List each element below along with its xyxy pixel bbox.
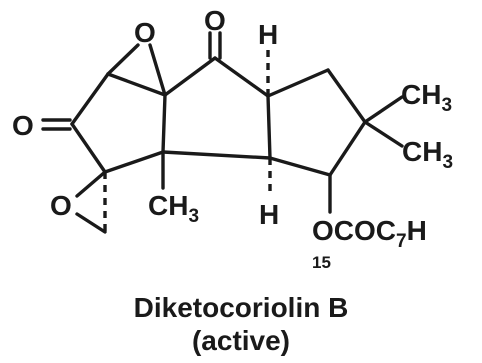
bond-methyl-right-top <box>363 95 404 124</box>
bond-epoxide-top-right <box>148 43 167 97</box>
bond-epoxide-low-ch2 <box>75 212 107 234</box>
bond-methyl-right-bottom <box>363 120 404 148</box>
bond-ring-mid-3 <box>266 94 272 160</box>
atom-ketone-left-oxygen: O <box>12 110 34 141</box>
bond-epoxide-low-o <box>75 170 107 198</box>
atom-h-bottom: H <box>259 199 279 230</box>
activity-label: (active) <box>191 325 291 356</box>
label-ester-group: OCOC7H <box>312 215 427 252</box>
bond-ring-left-3 <box>103 150 165 174</box>
bond-epoxide-top-base <box>106 72 167 97</box>
bond-ring-right-4 <box>268 156 332 177</box>
chemical-structure: O O H O O CH3 H CH3 CH3 OCOC7H 15 <box>12 5 453 272</box>
label-ester-h-count: 15 <box>312 253 331 272</box>
atom-h-top: H <box>258 19 278 50</box>
bond-ring-fused-1 <box>161 93 167 154</box>
bond-ring-left-2 <box>70 122 107 174</box>
bond-ring-right-3 <box>328 120 367 177</box>
bond-ring-right-1 <box>266 68 330 98</box>
label-ch3-center: CH3 <box>148 190 199 227</box>
bond-ring-mid-1 <box>163 56 217 97</box>
label-ch3-right-top: CH3 <box>401 79 452 116</box>
bond-ring-right-2 <box>326 68 367 124</box>
bond-ring-mid-2 <box>213 56 270 98</box>
atom-epoxide-left-oxygen: O <box>50 190 72 221</box>
bond-ring-left-1 <box>70 72 110 126</box>
bond-epoxide-top-left <box>106 43 140 76</box>
label-ch3-right-bottom: CH3 <box>402 136 453 173</box>
molecule-name: Diketocoriolin B <box>133 292 349 323</box>
atom-epoxide-top-oxygen: O <box>134 17 156 48</box>
bond-ring-mid-4 <box>161 150 272 160</box>
atom-ketone-top-oxygen: O <box>204 5 226 36</box>
